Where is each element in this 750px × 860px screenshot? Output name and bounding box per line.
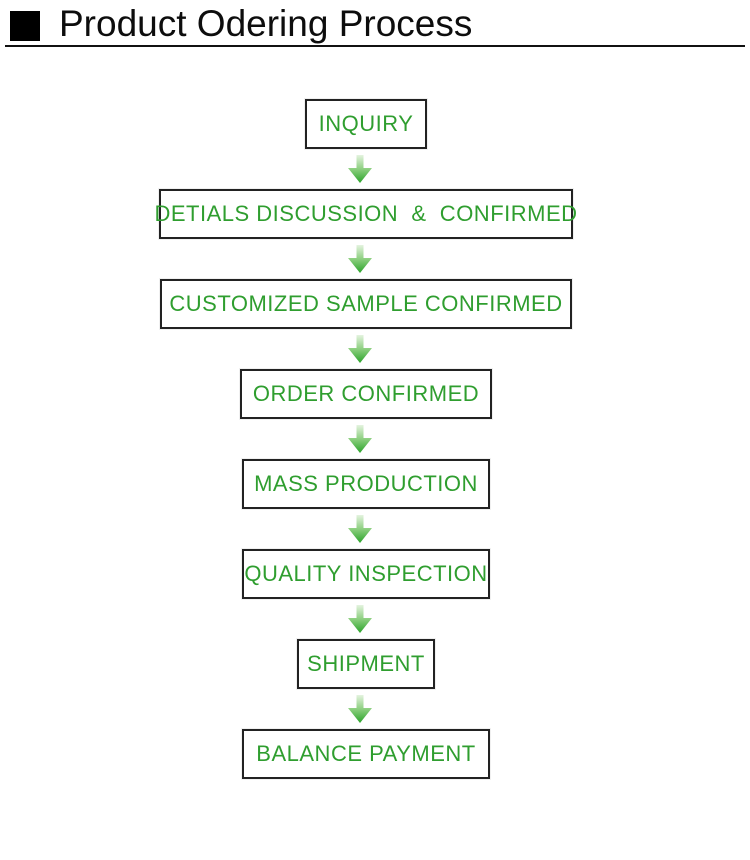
flow-step-quality-inspection: QUALITY INSPECTION <box>242 549 490 599</box>
flow-step-label: SHIPMENT <box>307 651 425 676</box>
flow-step-mass-production: MASS PRODUCTION <box>242 459 490 509</box>
down-arrow-icon <box>348 335 372 363</box>
flow-step-label: ORDER CONFIRMED <box>252 381 480 406</box>
flow-step-label: QUALITY INSPECTION <box>244 561 488 586</box>
down-arrow-icon <box>348 605 372 633</box>
flow-step-label: MASS PRODUCTION <box>254 471 478 496</box>
flow-step-inquiry: INQUIRY <box>305 99 427 149</box>
down-arrow-icon <box>348 695 372 723</box>
flow-step-details-discussion-confirmed: DETIALS DISCUSSION & CONFIRMED <box>154 189 577 239</box>
flow-step-label: BALANCE PAYMENT <box>256 741 476 766</box>
flow-step-customized-sample-confirmed: CUSTOMIZED SAMPLE CONFIRMED <box>160 279 572 329</box>
flow-step-label: CUSTOMIZED SAMPLE CONFIRMED <box>169 291 563 316</box>
down-arrow-icon <box>348 155 372 183</box>
flow-step-balance-payment: BALANCE PAYMENT <box>242 729 490 779</box>
flow-step-order-confirmed: ORDER CONFIRMED <box>240 369 492 419</box>
title-bullet-square-icon <box>10 11 40 41</box>
flow-step-label: INQUIRY <box>318 111 414 136</box>
page-title: Product Odering Process <box>59 3 473 44</box>
page-header: Product Odering Process <box>10 3 472 45</box>
down-arrow-icon <box>348 425 372 453</box>
down-arrow-icon <box>348 245 372 273</box>
header-divider <box>5 45 745 47</box>
flow-step-label: DETIALS DISCUSSION & CONFIRMED <box>154 201 578 226</box>
down-arrow-icon <box>348 515 372 543</box>
flow-step-shipment: SHIPMENT <box>297 639 435 689</box>
